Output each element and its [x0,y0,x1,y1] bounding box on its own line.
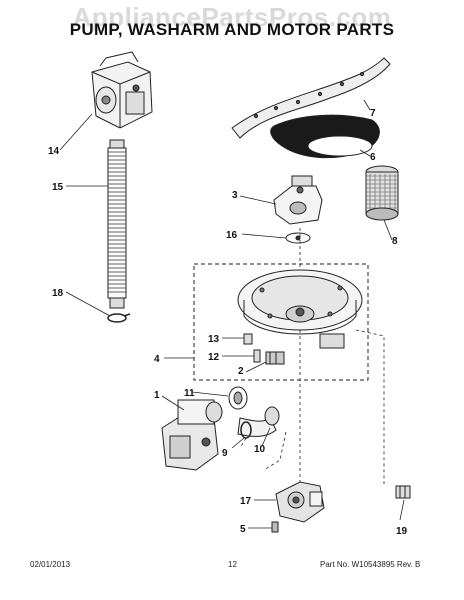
callout-17: 17 [240,496,252,507]
callout-4: 4 [154,354,160,365]
part-5-screw [271,521,279,533]
callout-15: 15 [52,182,64,193]
part-18-hose-clamp [107,313,131,323]
assembly-box-4 [193,263,369,381]
sump-assembly [237,269,363,349]
callout-16: 16 [226,230,238,241]
callout-14: 14 [48,146,60,157]
part-13-clip [243,333,253,345]
part-6-spray-shield [270,114,380,159]
callout-18: 18 [52,288,64,299]
callout-1: 1 [154,390,160,401]
callout-19: 19 [396,526,408,537]
part-12-screw [253,349,261,363]
part-1-circulation-pump [161,399,223,471]
footer-part-number: Part No. W10543895 Rev. B [320,560,421,569]
callout-labels: 1 2 3 4 5 6 7 8 9 10 11 12 13 14 15 16 1… [48,108,408,537]
assembly-guide-lines [239,228,385,484]
watermark: AppliancePartsPros.com [72,2,392,32]
callout-6: 6 [370,152,376,163]
part-7-wash-arm [231,57,391,139]
part-3-arm-mount [273,175,323,225]
callout-10: 10 [254,444,266,455]
part-8-filter [365,165,399,221]
footer-page-number: 12 [228,560,237,569]
part-17-drain-pump [275,481,325,523]
page-title: PUMP, WASHARM AND MOTOR PARTS [69,20,395,39]
part-11-grommet [228,386,248,410]
callout-2: 2 [238,366,244,377]
footer-date: 02/01/2013 [30,560,71,569]
callout-5: 5 [240,524,246,535]
part-19-connector [395,485,411,499]
part-16-seal-ring [285,232,311,244]
part-14-pump-motor [91,51,153,129]
callout-9: 9 [222,448,228,459]
callout-3: 3 [232,190,238,201]
callout-7: 7 [370,108,376,119]
callout-13: 13 [208,334,220,345]
leader-lines [59,99,405,529]
callout-12: 12 [208,352,220,363]
callout-8: 8 [392,236,398,247]
callout-11: 11 [184,388,195,399]
part-2-sensor [265,351,285,365]
part-15-drain-hose [107,139,127,309]
